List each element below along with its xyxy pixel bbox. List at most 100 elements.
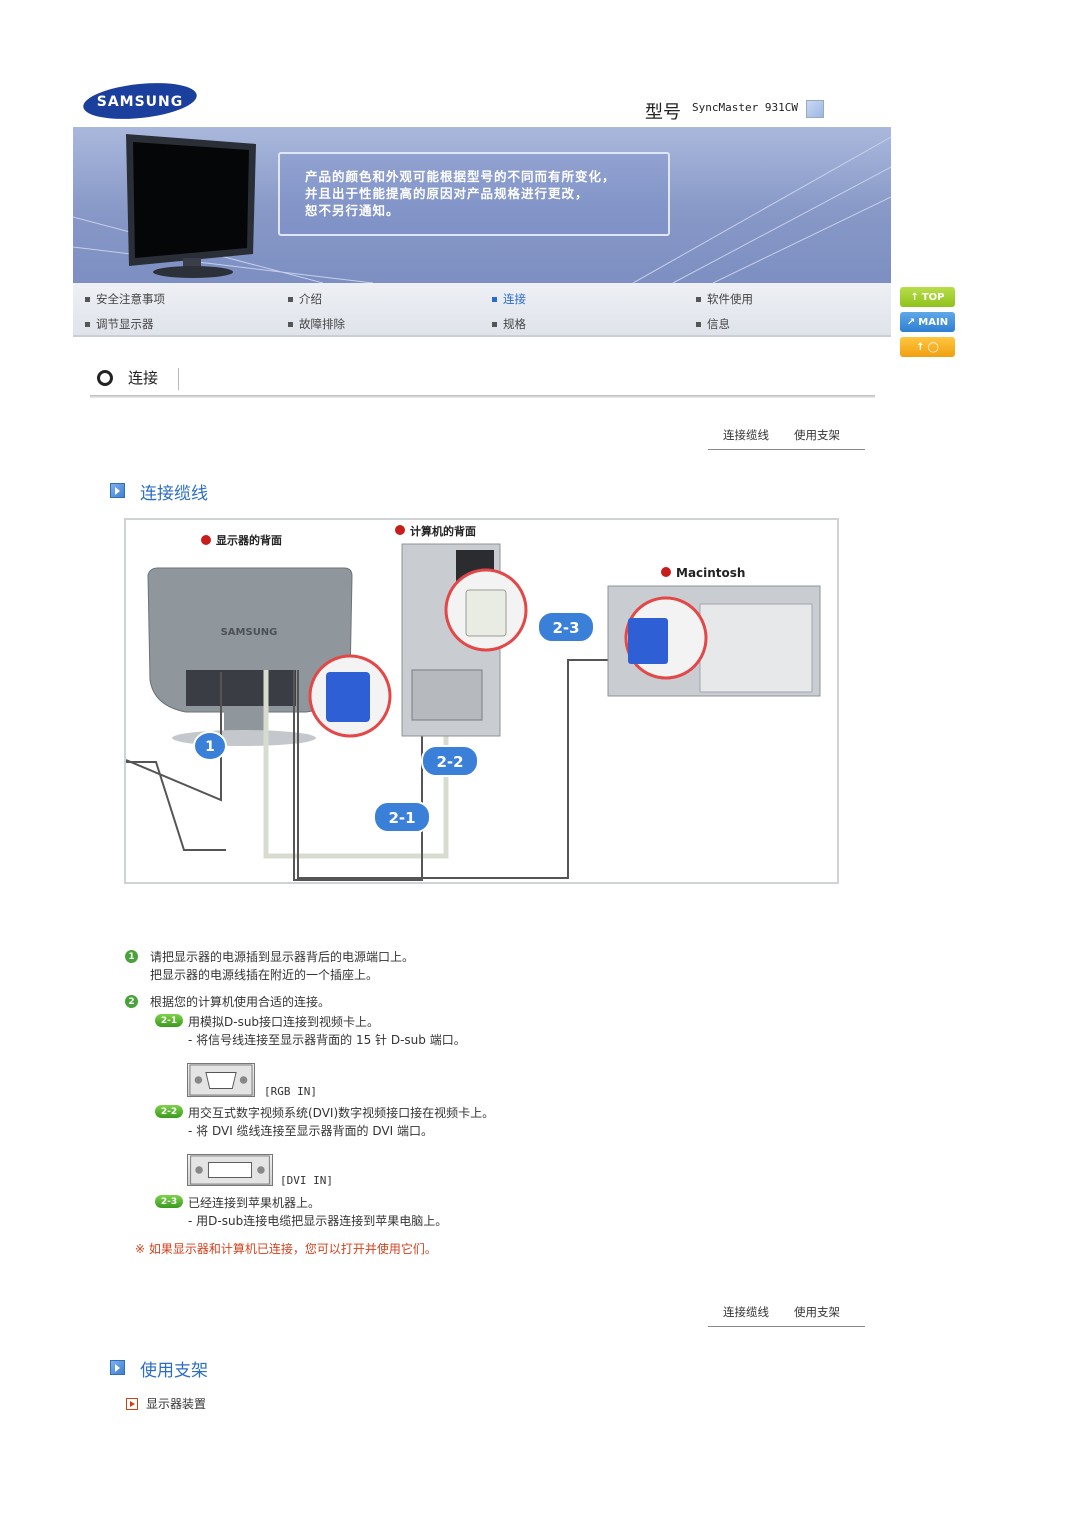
connector-mac-icon [628, 618, 668, 664]
outlet-cable [126, 761, 226, 851]
cables-heading: 连接缆线 [140, 484, 208, 504]
monitor-mount-link[interactable]: 显示器装置 [146, 1397, 207, 1411]
subnav-link-stand[interactable]: 使用支架 [794, 428, 840, 442]
section-title: 连接 [128, 369, 159, 387]
divider [708, 449, 865, 450]
arrow-turn-icon: ↗ [906, 316, 916, 328]
bullet-icon [492, 296, 497, 302]
nav-item-software[interactable]: 软件使用 [696, 291, 753, 307]
svg-text:2-3: 2-3 [552, 619, 579, 637]
svg-text:2-2: 2-2 [436, 753, 463, 771]
step-2-3-text: 已经连接到苹果机器上。 [188, 1196, 321, 1210]
nav-label: 安全注意事项 [96, 292, 165, 306]
nav-item-connect[interactable]: 连接 [492, 291, 526, 307]
callout-1: 1 [193, 731, 227, 761]
samsung-logo[interactable]: SAMSUNG [82, 82, 198, 120]
dvi-port-icon [187, 1154, 273, 1186]
divider [708, 1326, 865, 1327]
subnav-link-cables[interactable]: 连接缆线 [723, 1305, 769, 1319]
model-name: SyncMaster 931CW [692, 101, 798, 114]
label-monitor-back: 显示器的背面 [216, 533, 282, 547]
model-square-icon [806, 100, 824, 118]
mac-slots [699, 603, 813, 693]
step-2-3-sub: - 用D-sub连接电缆把显示器连接到苹果电脑上。 [188, 1214, 448, 1228]
callout-2-1: 2-1 [373, 801, 431, 833]
bullet-icon [288, 296, 293, 302]
step-1-line-1: 请把显示器的电源插到显示器背后的电源端口上。 [150, 950, 415, 964]
nav-item-adjust[interactable]: 调节显示器 [85, 316, 154, 332]
step-2-2-text: 用交互式数字视频系统(DVI)数字视频接口接在视频卡上。 [188, 1106, 495, 1120]
section-circle-icon [97, 370, 113, 386]
rgb-in-label: [RGB IN] [264, 1085, 317, 1098]
bullet-icon [492, 321, 497, 327]
subnav-bottom: 连接缆线 使用支架 [723, 1304, 840, 1320]
step-2-1-badge: 2-1 [155, 1014, 183, 1027]
nav-item-info[interactable]: 信息 [696, 316, 730, 332]
svg-text:2-1: 2-1 [388, 809, 415, 827]
svg-text:1: 1 [205, 739, 215, 755]
notice-line-3: 恕不另行通知。 [305, 203, 400, 218]
dvi-cable [263, 670, 449, 859]
play-arrow-icon [126, 1398, 138, 1410]
step-2-text: 根据您的计算机使用合适的连接。 [150, 995, 331, 1009]
bullet-icon [85, 296, 90, 302]
nav-label: 软件使用 [707, 292, 753, 306]
monitor-image [126, 134, 256, 278]
step-2-3-badge: 2-3 [155, 1195, 183, 1208]
callout-2-3: 2-3 [537, 611, 595, 643]
subnav-link-stand[interactable]: 使用支架 [794, 1305, 840, 1319]
step-2-1-text: 用模拟D-sub接口连接到视频卡上。 [188, 1015, 380, 1029]
top-button[interactable]: ↑TOP [900, 287, 955, 307]
label-macintosh: Macintosh [676, 566, 745, 580]
nav-label: 介绍 [299, 292, 322, 306]
step-2-2-sub: - 将 DVI 缆线连接至显示器背面的 DVI 端口。 [188, 1124, 433, 1138]
red-dot-icon [661, 567, 671, 577]
connector-dsub-icon [326, 672, 370, 722]
back-button[interactable]: ↑◯ [900, 337, 955, 357]
dsub-cable-mac [297, 659, 626, 879]
step-1-line-2: 把显示器的电源线插在附近的一个插座上。 [150, 968, 379, 982]
dvi-in-label: [DVI IN] [280, 1174, 333, 1187]
nav-label: 信息 [707, 317, 730, 331]
connection-diagram: 显示器的背面 SAMSUNG 计算机的背面 Macintosh 1 [124, 518, 839, 884]
divider [178, 368, 179, 390]
divider [90, 395, 875, 398]
nav-item-safety[interactable]: 安全注意事项 [85, 291, 165, 307]
monitor-brand-text: SAMSUNG [221, 627, 278, 638]
bullet-icon [288, 321, 293, 327]
heading-arrow-icon [110, 483, 125, 498]
main-label: MAIN [918, 316, 949, 328]
heading-arrow-icon [110, 1360, 125, 1375]
connection-note: ※ 如果显示器和计算机已连接，您可以打开并使用它们。 [135, 1242, 437, 1256]
notice-box: 产品的颜色和外观可能根据型号的不同而有所变化， 并且出于性能提高的原因对产品规格… [278, 152, 670, 236]
step-1-number: 1 [125, 950, 138, 963]
stand-heading: 使用支架 [140, 1361, 208, 1381]
step-2-1-sub: - 将信号线连接至显示器背面的 15 针 D-sub 端口。 [188, 1033, 466, 1047]
nav-label: 故障排除 [299, 317, 345, 331]
notice-line-1: 产品的颜色和外观可能根据型号的不同而有所变化， [305, 169, 616, 184]
top-label: TOP [921, 291, 945, 303]
model-label: 型号 [645, 102, 681, 123]
nav-label: 连接 [503, 292, 526, 306]
banner: 产品的颜色和外观可能根据型号的不同而有所变化， 并且出于性能提高的原因对产品规格… [73, 127, 891, 283]
logo-text: SAMSUNG [97, 94, 184, 110]
nav-item-troubleshoot[interactable]: 故障排除 [288, 316, 345, 332]
step-2-number: 2 [125, 995, 138, 1008]
main-button[interactable]: ↗MAIN [900, 312, 955, 332]
bullet-icon [696, 321, 701, 327]
bullet-icon [85, 321, 90, 327]
monitor-port-panel [186, 670, 296, 706]
bullet-icon [696, 296, 701, 302]
pc-graphics-slot [411, 669, 483, 721]
callout-2-2: 2-2 [421, 745, 479, 777]
nav-item-specs[interactable]: 规格 [492, 316, 526, 332]
diagram-svg: 显示器的背面 SAMSUNG 计算机的背面 Macintosh 1 [125, 524, 821, 881]
dsub-cable-pc [293, 670, 423, 881]
nav-item-intro[interactable]: 介绍 [288, 291, 322, 307]
subnav-link-cables[interactable]: 连接缆线 [723, 428, 769, 442]
notice-line-2: 并且出于性能提高的原因对产品规格进行更改， [305, 186, 589, 201]
vga-port-icon [187, 1063, 255, 1097]
arrow-up-icon: ↑ [910, 291, 919, 303]
power-cable [125, 672, 222, 802]
nav-label: 规格 [503, 317, 526, 331]
